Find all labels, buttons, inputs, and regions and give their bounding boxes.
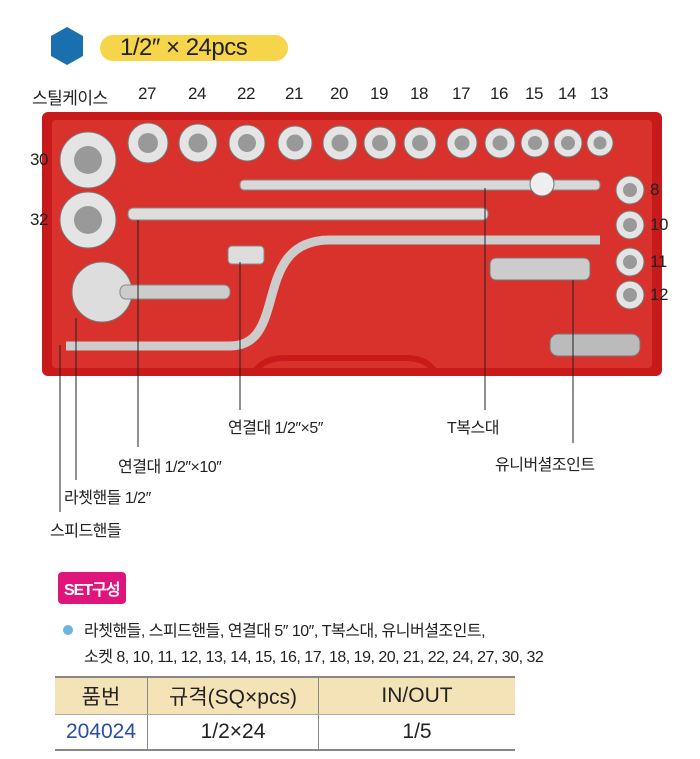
- tool-set-image: [42, 112, 662, 512]
- bullet-icon: [63, 625, 73, 635]
- size-label: 13: [590, 84, 608, 103]
- cell-inout: 1/5: [318, 714, 515, 751]
- label-extension-5: 연결대 1/2″×5″: [228, 420, 323, 437]
- size-label: 16: [490, 84, 508, 103]
- speed-handle: [66, 235, 600, 351]
- spec-table: 품번 규격(SQ×pcs) IN/OUT 204024 1/2×24 1/5: [55, 676, 515, 751]
- size-label: 15: [525, 84, 543, 103]
- size-label: 10: [650, 215, 668, 234]
- label-universal-joint: 유니버셜조인트: [495, 457, 595, 474]
- size-label: 27: [138, 84, 156, 103]
- extension-10: [127, 207, 489, 221]
- cell-spec: 1/2×24: [147, 714, 319, 751]
- set-badge: SET구성: [58, 572, 126, 604]
- size-label: 11: [650, 252, 667, 271]
- label-speed-handle: 스피드핸들: [50, 523, 122, 540]
- label-ratchet: 라쳇핸들 1/2″: [64, 490, 151, 507]
- size-label: 22: [237, 84, 255, 103]
- universal-joint: [489, 257, 591, 281]
- size-label: 21: [285, 84, 303, 103]
- size-label: 17: [452, 84, 470, 103]
- set-line-1: 라쳇핸들, 스피드핸들, 연결대 5″ 10″, T복스대, 유니버셜조인트,: [84, 623, 486, 640]
- t-bar: [239, 179, 601, 191]
- header-spec: 규격(SQ×pcs): [147, 676, 319, 715]
- size-label: 12: [650, 285, 668, 304]
- cell-part-no: 204024: [55, 714, 148, 751]
- size-label: 18: [410, 84, 428, 103]
- set-line-2: 소켓 8, 10, 11, 12, 13, 14, 15, 16, 17, 18…: [84, 649, 544, 666]
- size-label: 19: [370, 84, 388, 103]
- header-part-no: 품번: [55, 676, 148, 715]
- hexagon-icon: [51, 27, 83, 65]
- size-label: 24: [188, 84, 206, 103]
- size-label: 32: [30, 210, 48, 229]
- size-label: 30: [30, 150, 48, 169]
- header-inout: IN/OUT: [318, 676, 515, 715]
- title-pill: 1/2″ × 24pcs: [100, 35, 288, 61]
- size-label: 14: [558, 84, 576, 103]
- extension-5: [227, 245, 265, 265]
- table-row: 204024 1/2×24 1/5: [55, 714, 515, 751]
- case-handle: [252, 355, 438, 374]
- size-label: 8: [650, 180, 659, 199]
- size-label: 20: [330, 84, 348, 103]
- label-t-bar: T복스대: [447, 420, 499, 437]
- label-extension-10: 연결대 1/2″×10″: [118, 459, 222, 476]
- case-label: 스틸케이스: [32, 89, 108, 108]
